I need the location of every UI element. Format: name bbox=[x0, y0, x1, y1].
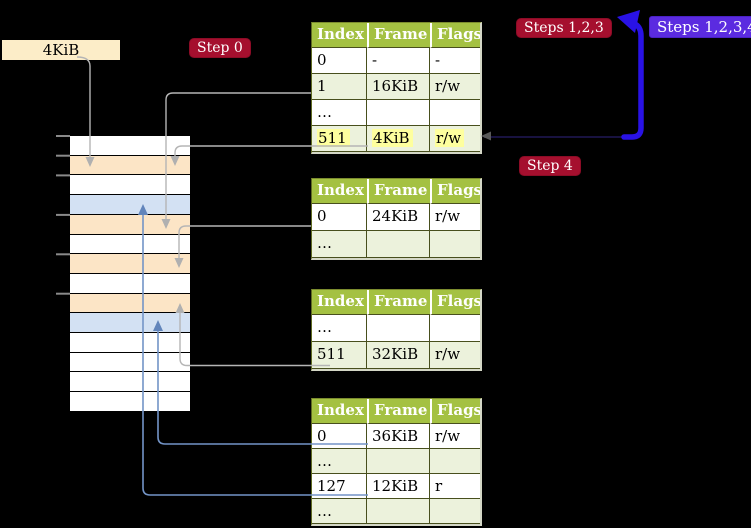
level1-table-row-0-cell-1: 36KiB bbox=[367, 424, 430, 449]
steps1234-badge: Steps 1,2,3,4 bbox=[649, 16, 751, 38]
level4-table-row-1-cell-0: 1 bbox=[312, 74, 367, 100]
level4-table-row-1-cell-1: 16KiB bbox=[367, 74, 430, 100]
level4-table-header-frame: Frame bbox=[367, 23, 430, 48]
level3-table-row-1-cell-1 bbox=[367, 231, 430, 258]
memory-frame-8-table bbox=[70, 293, 190, 314]
level2-table-header-frame: Frame bbox=[367, 290, 430, 315]
level1-table-row-2-cell-1: 12KiB bbox=[367, 474, 430, 499]
level1-table-row-2-cell-2: r bbox=[430, 474, 480, 499]
level4-table-header-index: Index bbox=[312, 23, 367, 48]
root-frame-address-label: 4KiB bbox=[2, 40, 120, 60]
step4-badge: Step 4 bbox=[519, 156, 581, 176]
highlighted-value: r/w bbox=[435, 129, 465, 147]
memory-frame-11-free bbox=[70, 352, 190, 373]
physical-memory-strip bbox=[70, 136, 190, 412]
arrow-l2-entry511-to-32kib bbox=[179, 313, 330, 367]
level2-table-row-0: … bbox=[312, 315, 480, 342]
level2-table-row-1-cell-1: 32KiB bbox=[367, 342, 430, 369]
level2-table-row-0-cell-2 bbox=[430, 315, 480, 342]
level4-table-row-2: … bbox=[312, 100, 480, 126]
arrow-loop-back-to-level4 bbox=[621, 20, 644, 140]
level2-table-row-0-cell-1 bbox=[367, 315, 430, 342]
level4-table-row-3-cell-1: 4KiB bbox=[367, 126, 430, 152]
level3-table-row-0-cell-0: 0 bbox=[312, 204, 367, 231]
level1-table-row-2-cell-0: 127 bbox=[312, 474, 367, 499]
steps123-badge: Steps 1,2,3 bbox=[516, 18, 612, 38]
level2-table-header-flags: Flags bbox=[430, 290, 480, 315]
level4-table-row-0-cell-1: - bbox=[367, 48, 430, 74]
loop-arrowhead-icon bbox=[617, 10, 640, 33]
level3-table-row-0-cell-1: 24KiB bbox=[367, 204, 430, 231]
level1-table-header-flags: Flags bbox=[430, 399, 480, 424]
level1-table-row-3-cell-1 bbox=[367, 499, 430, 524]
level1-table-row-1-cell-1 bbox=[367, 449, 430, 474]
highlighted-value: 511 bbox=[317, 129, 350, 147]
level3-table-header-flags: Flags bbox=[430, 179, 480, 204]
level3-table-header-frame: Frame bbox=[367, 179, 430, 204]
level4-table-row-3-cell-2: r/w bbox=[430, 126, 480, 152]
level4-table-row-1-cell-2: r/w bbox=[430, 74, 480, 100]
memory-frame-4-table bbox=[70, 214, 190, 235]
memory-frame-10-free bbox=[70, 333, 190, 353]
memory-frame-3-mapped bbox=[70, 195, 190, 215]
level2-table-header-index: Index bbox=[312, 290, 367, 315]
memory-frame-12-free bbox=[70, 372, 190, 393]
memory-frame-1-table bbox=[70, 155, 190, 176]
level4-table-row-2-cell-2 bbox=[430, 100, 480, 126]
loop-return-arrowhead-icon bbox=[481, 131, 491, 141]
step0-badge: Step 0 bbox=[189, 38, 251, 58]
memory-frame-2-free bbox=[70, 175, 190, 196]
level3-table-row-1-cell-2 bbox=[430, 231, 480, 258]
level4-table-row-0-cell-0: 0 bbox=[312, 48, 367, 74]
level2-table-row-0-cell-0: … bbox=[312, 315, 367, 342]
level1-table-row-1-cell-2 bbox=[430, 449, 480, 474]
level1-table-row-3-cell-0: … bbox=[312, 499, 367, 524]
level3-table-row-0-cell-2: r/w bbox=[430, 204, 480, 231]
level2-table-row-1-cell-2: r/w bbox=[430, 342, 480, 369]
level1-table-row-1: … bbox=[312, 449, 480, 474]
memory-frame-7-free bbox=[70, 273, 190, 294]
level4-table-row-0: 0-- bbox=[312, 48, 480, 74]
level4-table-header-flags: Flags bbox=[430, 23, 480, 48]
memory-frame-0-free bbox=[70, 136, 190, 156]
arrow-l3-entry0-to-24kib bbox=[178, 225, 311, 258]
level4-table-row-2-cell-0: … bbox=[312, 100, 367, 126]
level3-table-row-1-cell-0: … bbox=[312, 231, 367, 258]
level1-table-header-frame: Frame bbox=[367, 399, 430, 424]
level4-table-row-3: 511 4KiB r/w bbox=[312, 126, 480, 152]
level3-table-row-1: … bbox=[312, 231, 480, 258]
level1-table-row-3: … bbox=[312, 499, 480, 524]
level1-table-header-index: Index bbox=[312, 399, 367, 424]
level4-table-row-3-cell-0: 511 bbox=[312, 126, 367, 152]
level1-table-row-0-cell-2: r/w bbox=[430, 424, 480, 449]
level1-table-row-1-cell-0: … bbox=[312, 449, 367, 474]
memory-frame-6-table bbox=[70, 254, 190, 274]
level2-table-row-1-cell-0: 511 bbox=[312, 342, 367, 369]
level4-table-row-0-cell-2: - bbox=[430, 48, 480, 74]
memory-frame-13-free bbox=[70, 392, 190, 412]
memory-frame-5-free bbox=[70, 234, 190, 255]
highlighted-value: 4KiB bbox=[372, 129, 413, 147]
level4-table-row-2-cell-1 bbox=[367, 100, 430, 126]
level1-table-row-0-cell-0: 0 bbox=[312, 424, 367, 449]
memory-tick-marks bbox=[56, 135, 70, 295]
memory-frame-9-mapped bbox=[70, 313, 190, 334]
level1-table-row-3-cell-2 bbox=[430, 499, 480, 524]
level3-table-header-index: Index bbox=[312, 179, 367, 204]
